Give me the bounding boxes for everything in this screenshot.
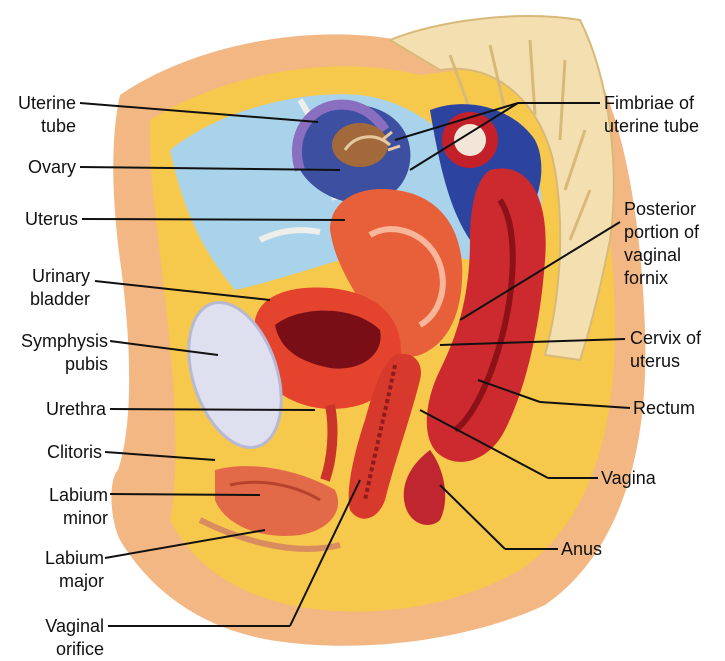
label-uterus: Uterus <box>4 208 78 231</box>
label-line: Rectum <box>633 397 695 420</box>
label-line: Anus <box>561 538 602 561</box>
label-line: portion of <box>624 221 699 244</box>
label-line: Vaginal <box>4 615 104 638</box>
label-fimbriae: Fimbriae of uterine tube <box>604 92 699 138</box>
label-line: Labium <box>4 547 104 570</box>
label-line: fornix <box>624 267 699 290</box>
label-line: Uterine <box>4 92 76 115</box>
label-line: Urethra <box>4 398 106 421</box>
label-line: Labium <box>4 484 108 507</box>
label-rectum: Rectum <box>633 397 695 420</box>
label-vagina: Vagina <box>601 467 656 490</box>
label-urethra: Urethra <box>4 398 106 421</box>
label-line: bladder <box>4 288 90 311</box>
label-clitoris: Clitoris <box>4 441 102 464</box>
label-line: Symphysis <box>4 330 108 353</box>
label-line: pubis <box>4 353 108 376</box>
label-line: Posterior <box>624 198 699 221</box>
label-vaginal-orifice: Vaginal orifice <box>4 615 104 661</box>
label-ovary: Ovary <box>4 156 76 179</box>
label-posterior-fornix: Posterior portion of vaginal fornix <box>624 198 699 290</box>
label-line: Cervix of <box>630 327 701 350</box>
label-line: Uterus <box>4 208 78 231</box>
label-line: major <box>4 570 104 593</box>
label-anus: Anus <box>561 538 602 561</box>
label-line: Vagina <box>601 467 656 490</box>
label-line: uterine tube <box>604 115 699 138</box>
label-line: uterus <box>630 350 701 373</box>
label-uterine-tube: Uterine tube <box>4 92 76 138</box>
label-line: orifice <box>4 638 104 661</box>
label-line: Urinary <box>4 265 90 288</box>
label-line: minor <box>4 507 108 530</box>
label-line: Fimbriae of <box>604 92 699 115</box>
label-labium-major: Labium major <box>4 547 104 593</box>
label-line: tube <box>4 115 76 138</box>
label-labium-minor: Labium minor <box>4 484 108 530</box>
label-cervix: Cervix of uterus <box>630 327 701 373</box>
label-urinary-bladder: Urinary bladder <box>4 265 90 311</box>
label-line: Clitoris <box>4 441 102 464</box>
ovary-shape <box>332 123 388 167</box>
label-line: Ovary <box>4 156 76 179</box>
label-line: vaginal <box>624 244 699 267</box>
label-symphysis-pubis: Symphysis pubis <box>4 330 108 376</box>
